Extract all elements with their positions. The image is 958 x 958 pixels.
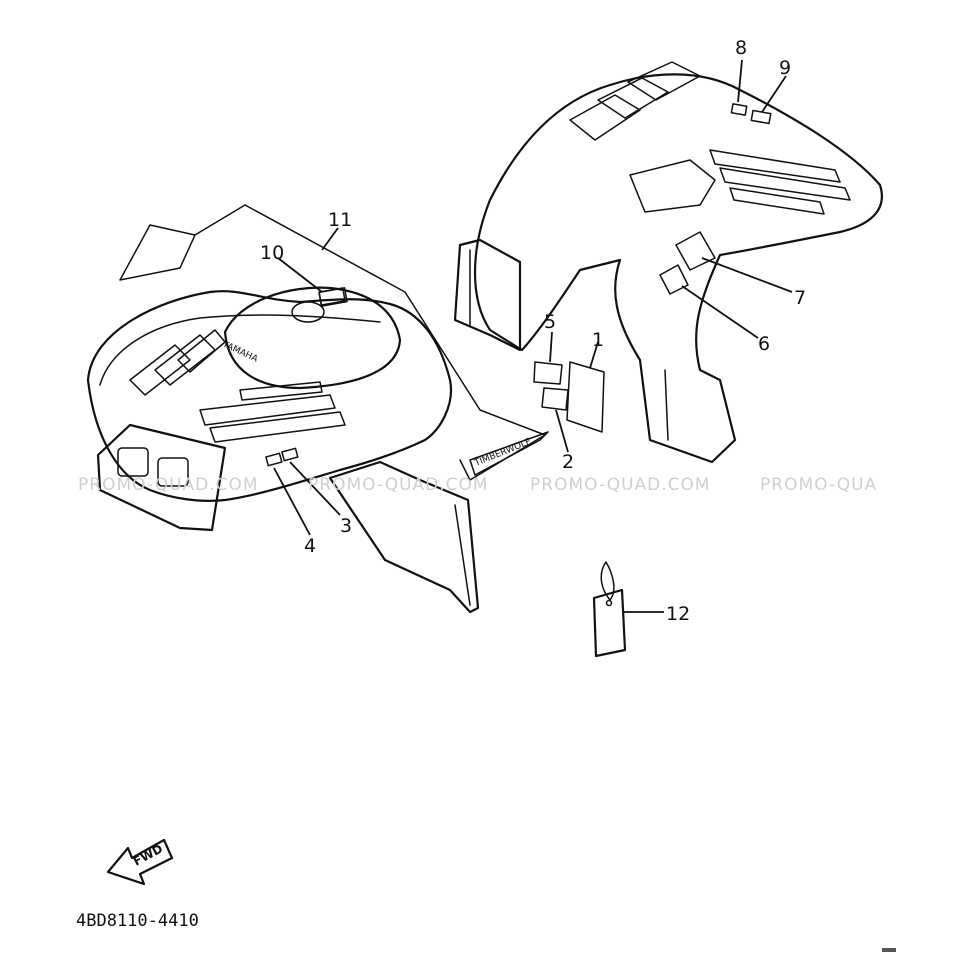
watermark-text-1: PROMO-QUAD.COM: [78, 475, 259, 495]
corner-mark: [882, 948, 896, 952]
callout-4: 4: [304, 535, 316, 557]
fwd-arrow: FWD: [106, 838, 174, 886]
rear-fender: [453, 61, 883, 464]
callout-1: 1: [592, 329, 604, 351]
watermark-text-3: PROMO-QUAD.COM: [530, 475, 711, 495]
callout-2: 2: [562, 451, 574, 473]
callout-10: 10: [260, 242, 284, 264]
callout-12: 12: [666, 603, 690, 625]
brand-label: YAMAHA: [220, 339, 260, 365]
loose-decals: [533, 361, 605, 433]
callout-8: 8: [735, 37, 747, 59]
callout-numbers: 1 2 3 4 5 6 7 8 9 10 11 12: [260, 37, 806, 625]
callout-5: 5: [544, 311, 556, 333]
hang-tag-12: [592, 561, 627, 658]
leader-lines: [273, 59, 793, 613]
watermark-text-4: PROMO-QUA: [760, 475, 877, 495]
callout-3: 3: [340, 515, 352, 537]
callout-6: 6: [758, 333, 770, 355]
front-fender: [86, 286, 480, 614]
watermark: PROMO-QUAD.COM PROMO-QUAD.COM PROMO-QUAD…: [78, 475, 877, 495]
callout-9: 9: [779, 57, 791, 79]
callout-11: 11: [328, 209, 352, 231]
warning-label: TIMBERWOLF: [472, 437, 532, 469]
diagram-code: 4BD8110-4410: [76, 911, 199, 931]
decal-set-11: [119, 204, 549, 481]
watermark-text-2: PROMO-QUAD.COM: [308, 475, 489, 495]
callout-7: 7: [794, 287, 806, 309]
